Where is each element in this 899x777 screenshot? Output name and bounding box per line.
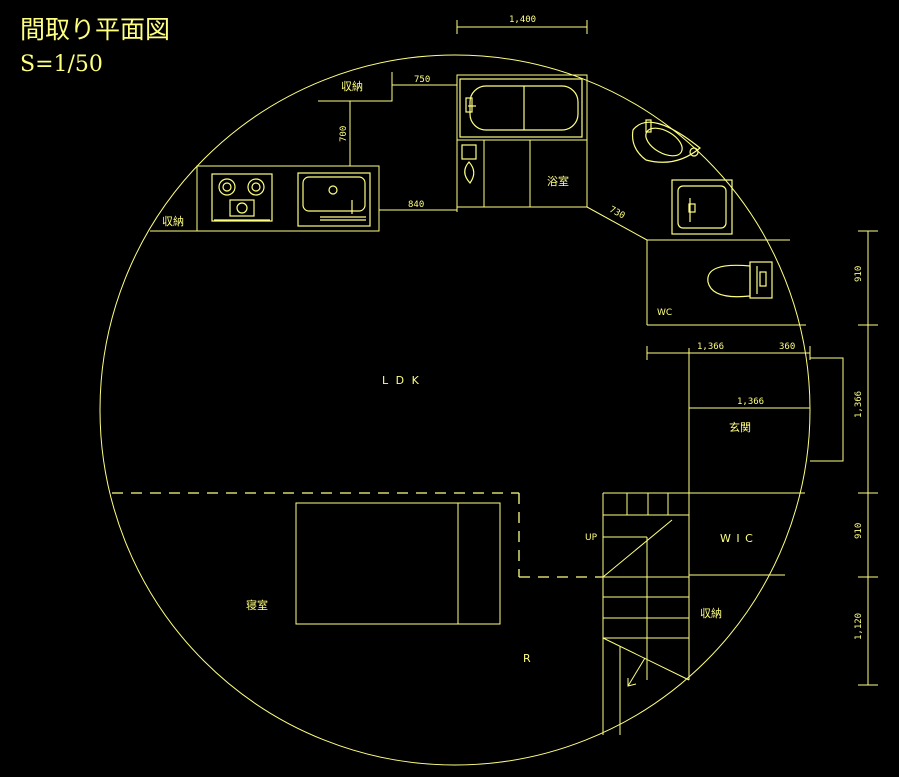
stair-arrow-icon bbox=[627, 657, 646, 687]
stove-icon bbox=[211, 173, 273, 222]
bedroom-label: 寝室 bbox=[246, 598, 268, 612]
entrance-label: 玄関 bbox=[729, 420, 751, 434]
dim-1366a: 1,366 bbox=[646, 342, 776, 360]
storage-right-label: 収納 bbox=[700, 607, 722, 620]
staircase: UP 収納 bbox=[585, 492, 722, 735]
washing-machine-icon bbox=[671, 179, 733, 235]
dim-1366b-text: 1,366 bbox=[737, 397, 764, 407]
dim-right-chain: 910 1,366 910 1,120 bbox=[854, 230, 878, 686]
dim-1366b: 1,366 bbox=[689, 397, 810, 409]
dim-360-text: 360 bbox=[779, 342, 795, 352]
kitchen-sink-icon bbox=[297, 172, 371, 227]
dim-840: 840 bbox=[379, 200, 457, 211]
wc-label: WC bbox=[657, 308, 672, 318]
entrance: 玄関 bbox=[688, 348, 844, 680]
bed-icon bbox=[295, 502, 501, 625]
bathroom: 浴室 bbox=[456, 74, 588, 212]
kitchen-storage-top: 収納 bbox=[318, 72, 393, 102]
kitchen-counter: 収納 bbox=[150, 165, 380, 232]
r-label: R bbox=[523, 652, 531, 665]
shower-icon bbox=[461, 144, 477, 184]
plan-title: 間取り平面図 bbox=[20, 15, 170, 44]
circular-outer-wall bbox=[99, 54, 811, 766]
dim-360: 360 bbox=[776, 342, 811, 360]
dim-840-text: 840 bbox=[408, 200, 424, 210]
dim-1120-text: 1,120 bbox=[854, 613, 864, 640]
dim-910a-text: 910 bbox=[854, 266, 864, 282]
storage-left-label: 収納 bbox=[162, 215, 184, 228]
dim-1366a-text: 1,366 bbox=[697, 342, 724, 352]
dim-700: 700 bbox=[339, 101, 351, 166]
wc-room: WC bbox=[646, 239, 806, 326]
dim-1400: 1,400 bbox=[456, 15, 588, 34]
dim-700-text: 700 bbox=[339, 126, 349, 142]
washbasin-icon bbox=[631, 119, 701, 163]
bath-label: 浴室 bbox=[547, 174, 569, 188]
storage-top-label: 収納 bbox=[341, 80, 363, 93]
bathtub-icon bbox=[459, 78, 583, 138]
dim-750: 750 bbox=[392, 75, 457, 86]
dim-750-text: 750 bbox=[414, 75, 430, 85]
dim-910b-text: 910 bbox=[854, 523, 864, 539]
ldk-label: L D K bbox=[382, 374, 421, 387]
wic: W I C bbox=[689, 492, 805, 576]
dim-1366c-text: 1,366 bbox=[854, 391, 864, 418]
stairs-up-label: UP bbox=[585, 533, 598, 543]
dim-1400-text: 1,400 bbox=[509, 15, 536, 25]
plan-scale: S=1/50 bbox=[20, 52, 103, 77]
wic-label: W I C bbox=[720, 532, 754, 545]
dashed-partition bbox=[112, 492, 603, 578]
toilet-icon bbox=[707, 261, 773, 299]
